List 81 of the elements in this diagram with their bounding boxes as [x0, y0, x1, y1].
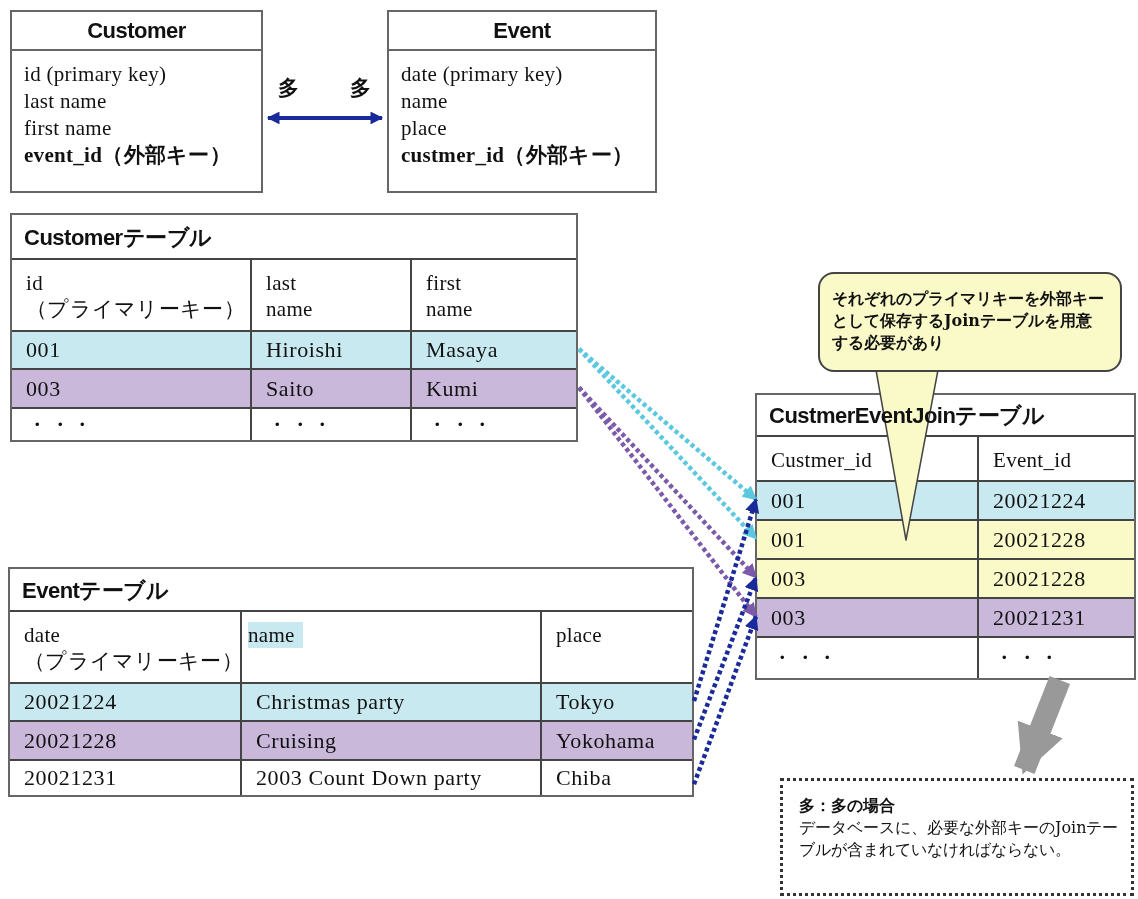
table-row	[12, 330, 576, 368]
data-table	[755, 393, 1136, 680]
cell-text: Masaya	[426, 337, 499, 363]
dotted-arrow	[691, 498, 760, 702]
table-row	[757, 435, 1134, 480]
dotted-arrow	[577, 347, 758, 541]
cell-text: 20021228	[993, 526, 1086, 553]
cell-text: 003	[26, 375, 61, 402]
dotted-arrow	[577, 386, 758, 618]
cell-text: 001	[771, 526, 806, 553]
attribute-text: date (primary key)	[401, 61, 563, 88]
table-row	[757, 480, 1134, 519]
attribute-text: name	[401, 88, 448, 115]
cell-text: 001	[26, 337, 61, 363]
callout-text: それぞれのプライマリキーを外部キーとして保存するJoinテーブルを用意する必要があり	[832, 288, 1104, 354]
data-table	[10, 213, 578, 442]
cell-text: Saito	[266, 375, 315, 402]
column-header: name	[248, 622, 303, 648]
table-row	[757, 636, 1134, 678]
cell-text: Christmas party	[256, 689, 405, 715]
entity-name: Event	[493, 17, 551, 44]
attribute-text: event_id（外部キー）	[24, 142, 232, 169]
table-title: Customerテーブル	[24, 223, 212, 252]
cell-text: 20021231	[993, 604, 1086, 631]
dotted-arrow	[577, 347, 758, 502]
table-row	[10, 682, 692, 720]
block-arrow	[1014, 675, 1071, 775]
cell-text: ・・・	[26, 410, 94, 439]
table-row	[757, 519, 1134, 558]
entity-box	[10, 10, 263, 193]
column-header: Event_id	[993, 447, 1072, 473]
table-row	[10, 759, 692, 795]
column-header: Custmer_id	[771, 447, 872, 473]
table-row	[12, 407, 576, 440]
column-header: id （プライマリーキー）	[26, 270, 245, 322]
cell-text: ・・・	[266, 410, 334, 439]
cell-text: 20021224	[24, 689, 117, 715]
multiplicity-label: 多	[278, 75, 299, 102]
attribute-text: id (primary key)	[24, 61, 167, 88]
data-table	[8, 567, 694, 797]
table-title: Eventテーブル	[22, 576, 169, 605]
cell-text: Yokohama	[556, 727, 656, 754]
column-header: date （プライマリーキー）	[24, 622, 243, 674]
cell-text: 20021228	[24, 727, 117, 754]
attribute-text: place	[401, 115, 447, 142]
cell-text: 003	[771, 565, 806, 592]
cell-text: Cruising	[256, 727, 337, 754]
entity-name: Customer	[87, 17, 186, 44]
dotted-arrow	[691, 576, 759, 741]
note-heading: 多：多の場合	[799, 795, 896, 817]
attribute-text: first name	[24, 115, 112, 142]
table-row	[10, 610, 692, 682]
cell-text: ・・・	[426, 410, 494, 439]
double-arrow	[266, 111, 384, 125]
column-header: first name	[426, 270, 473, 322]
cell-text: Kumi	[426, 375, 479, 402]
cell-text: ・・・	[771, 644, 839, 672]
cell-text: 003	[771, 604, 806, 631]
note-box	[780, 778, 1134, 896]
cell-text: 2003 Count Down party	[256, 765, 482, 791]
cell-text: ・・・	[993, 644, 1061, 672]
cell-text: 20021224	[993, 487, 1086, 514]
column-header: place	[556, 622, 602, 648]
cell-text: 20021231	[24, 765, 117, 791]
table-row	[10, 720, 692, 759]
cell-text: 001	[771, 487, 806, 514]
table-row	[757, 597, 1134, 636]
note-text: データベースに、必要な外部キーのJoinテーブルが含まれていなければならない。	[799, 817, 1120, 861]
table-row	[12, 258, 576, 330]
entity-box	[387, 10, 657, 193]
attribute-text: last name	[24, 88, 107, 115]
cell-text: Chiba	[556, 765, 612, 791]
dotted-arrow	[691, 615, 759, 785]
table-row	[12, 368, 576, 407]
cell-text: Tokyo	[556, 689, 615, 715]
cell-text: 20021228	[993, 565, 1086, 592]
multiplicity-label: 多	[350, 75, 371, 102]
cell-text: Hiroishi	[266, 337, 343, 363]
table-row	[757, 558, 1134, 597]
attribute-text: custmer_id（外部キー）	[401, 142, 634, 169]
column-header: last name	[266, 270, 313, 322]
